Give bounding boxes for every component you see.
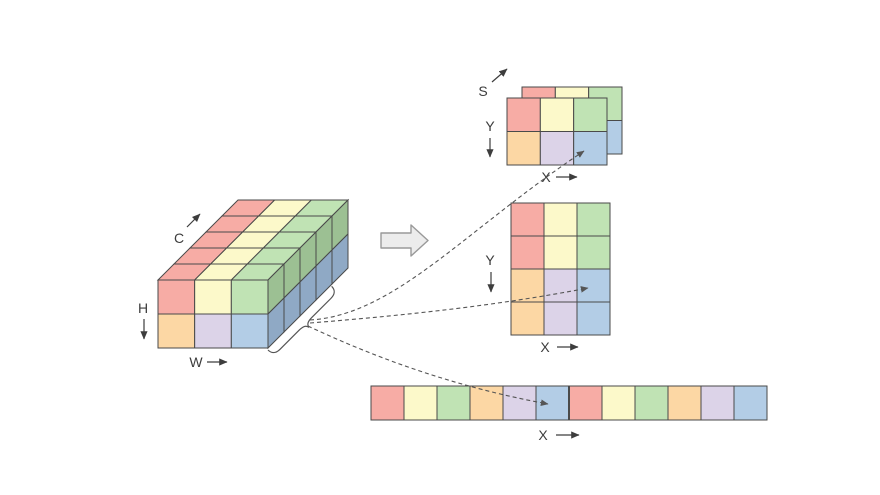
slices-label-y: Y — [485, 118, 495, 134]
flat-cell — [568, 385, 603, 421]
plane-label-y: Y — [485, 252, 495, 268]
mapping-connectors — [307, 150, 589, 406]
flat-view: X — [370, 385, 768, 443]
flat-cell — [634, 385, 669, 421]
slices-cells — [506, 86, 623, 166]
block-front-cell — [194, 279, 232, 315]
axis-arrow-c-icon — [186, 213, 201, 228]
brace-icon — [267, 285, 335, 354]
axis-label-w: W — [189, 354, 203, 370]
flat-cell — [667, 385, 702, 421]
flat-cell — [469, 385, 504, 421]
block-front-cell — [230, 279, 269, 315]
tensor-block: C H W — [138, 198, 350, 370]
slice-front-cell — [506, 131, 541, 166]
plane-label-x: X — [540, 339, 550, 355]
plane-cell — [510, 235, 545, 270]
axis-label-s: S — [478, 83, 487, 99]
axis-label-h: H — [138, 300, 148, 316]
axis-arrow-s-icon — [491, 68, 508, 83]
block-cells — [156, 198, 350, 350]
plane-cell — [576, 301, 611, 336]
block-front-cell — [230, 313, 269, 349]
flat-cell — [601, 385, 636, 421]
connector-to-plane-icon — [309, 286, 589, 324]
flat-cell — [733, 385, 768, 421]
plane-cell — [510, 202, 545, 237]
slice-front-cell — [539, 131, 575, 166]
block-front-cell — [157, 313, 196, 349]
transform-arrow-icon — [380, 224, 429, 257]
axis-label-c: C — [174, 230, 184, 246]
slice-front-cell — [506, 97, 541, 132]
block-front-cell — [194, 313, 232, 349]
slices-view: S Y X — [478, 68, 623, 185]
plane-cell — [510, 268, 545, 303]
flat-cell — [436, 385, 471, 421]
plane-cell — [510, 301, 545, 336]
plane-cell — [543, 268, 578, 303]
plane-view: Y X — [485, 202, 611, 355]
block-side-cell — [331, 232, 349, 286]
block-front-cell — [157, 279, 196, 315]
flat-cells — [370, 385, 768, 421]
plane-cell — [543, 235, 578, 270]
flat-cell — [370, 385, 405, 421]
plane-cell — [543, 301, 578, 336]
flat-cell — [700, 385, 735, 421]
flat-label-x: X — [538, 427, 548, 443]
connector-to-flat-icon — [307, 325, 549, 406]
plane-cells — [510, 202, 611, 336]
flat-cell — [502, 385, 537, 421]
flat-cell — [403, 385, 438, 421]
plane-cell — [576, 202, 611, 237]
slice-front-cell — [539, 97, 575, 132]
plane-cell — [543, 202, 578, 237]
slice-front-cell — [573, 97, 608, 132]
slice-front-cell — [573, 131, 608, 166]
plane-cell — [576, 268, 611, 303]
plane-cell — [576, 235, 611, 270]
